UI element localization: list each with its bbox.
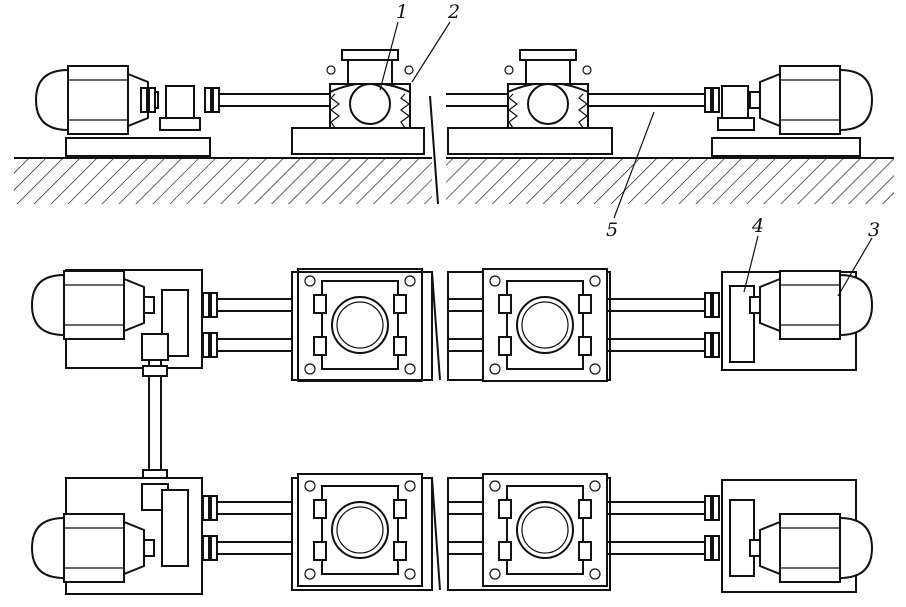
ground-hatch-right xyxy=(446,158,894,204)
motor-left-elevation xyxy=(35,65,159,135)
vibrator-lower-left xyxy=(297,473,423,587)
gearbox-4 xyxy=(729,285,755,363)
break-line xyxy=(429,95,439,205)
callout-3: 3 xyxy=(868,219,880,241)
frame-base-right xyxy=(447,127,613,155)
plan-view-lower xyxy=(31,473,872,595)
callout-5: 5 xyxy=(606,219,618,241)
motor-base-left xyxy=(65,137,211,157)
vibrator-lower-right xyxy=(482,473,608,587)
cross-shaft xyxy=(142,360,168,484)
gearbox-lower-left xyxy=(161,489,189,567)
callout-1: 1 xyxy=(396,1,408,23)
callout-leaders xyxy=(379,21,873,297)
vibrator-left-elevation xyxy=(326,49,414,129)
vibrator-right-elevation xyxy=(504,49,592,129)
motor-base-right xyxy=(711,137,861,157)
side-elevation xyxy=(14,49,894,205)
motor-right-elevation xyxy=(750,66,872,134)
gearbox-lower-right xyxy=(729,499,755,577)
frame-base-left xyxy=(291,127,425,155)
ground-hatch-left xyxy=(14,158,432,204)
callout-2: 2 xyxy=(447,1,460,23)
callout-4: 4 xyxy=(751,215,764,237)
vibrator-upper-right xyxy=(482,268,608,382)
vibrator-upper-left xyxy=(297,268,423,382)
